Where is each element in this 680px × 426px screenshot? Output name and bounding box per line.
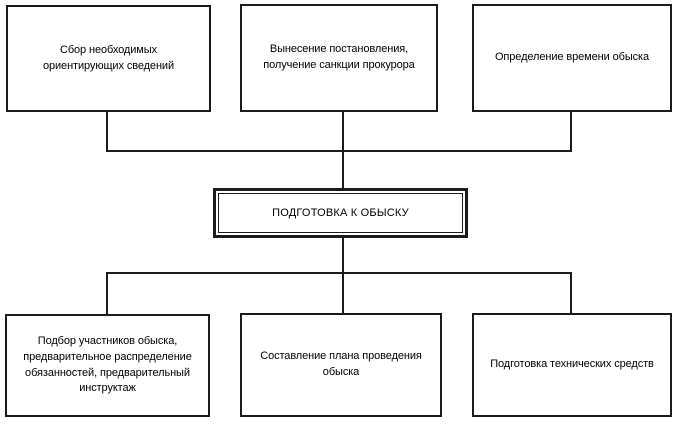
node-search-time: Определение времени обыска <box>472 4 672 112</box>
connector-bottom-left-vertical <box>106 272 108 314</box>
node-preparation-for-search-inner-frame: ПОДГОТОВКА К ОБЫСКУ <box>218 193 463 233</box>
connector-top-right-vertical <box>570 112 572 152</box>
node-technical-means-label: Подготовка технических средств <box>490 358 654 371</box>
node-search-time-label: Определение времени обыска <box>494 51 650 64</box>
connector-top-left-vertical <box>106 112 108 152</box>
node-search-plan-label: Составление плана проведения обыска <box>260 350 422 378</box>
node-preparation-for-search-label: ПОДГОТОВКА К ОБЫСКУ <box>272 207 409 219</box>
node-search-plan: Составление плана проведения обыска <box>240 313 442 417</box>
node-participants-duties-briefing-label: Подбор участников обыска, предварительно… <box>23 334 192 395</box>
node-ruling-prosecutor-sanction-label: Вынесение постановления, получение санкц… <box>263 43 415 71</box>
node-technical-means: Подготовка технических средств <box>472 313 672 417</box>
node-participants-duties-briefing: Подбор участников обыска, предварительно… <box>5 314 210 417</box>
node-preparation-for-search: ПОДГОТОВКА К ОБЫСКУ <box>213 188 468 238</box>
node-ruling-prosecutor-sanction: Вынесение постановления, получение санкц… <box>240 4 438 112</box>
connector-bottom-horizontal <box>106 272 572 274</box>
node-collect-orienting-info-label: Сбор необходимых ориентирующих сведений <box>42 43 175 72</box>
connector-top-horizontal <box>106 150 572 152</box>
connector-bottom-right-vertical <box>570 272 572 314</box>
connector-bottom-center-vertical <box>342 236 344 314</box>
node-collect-orienting-info: Сбор необходимых ориентирующих сведений <box>6 5 211 112</box>
